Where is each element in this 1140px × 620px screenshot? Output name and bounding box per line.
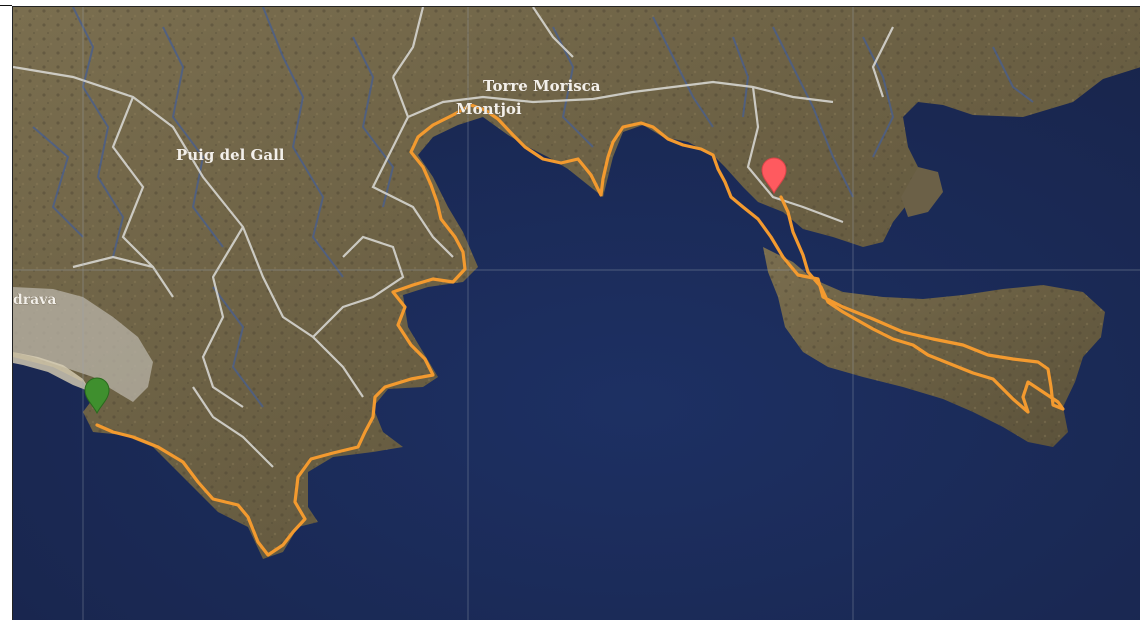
satellite-map[interactable]: Torre Morisca Montjoi Puig del Gall drav…	[13, 7, 1140, 620]
label-montjoi: Montjoi	[456, 100, 522, 118]
map-pin-icon	[761, 157, 787, 195]
label-puig-del-gall: Puig del Gall	[176, 146, 285, 164]
label-torre-morisca: Torre Morisca	[483, 77, 601, 95]
beach-area	[13, 352, 91, 392]
map-pin-icon	[84, 377, 110, 415]
land-islet	[901, 167, 943, 217]
roads	[13, 7, 894, 468]
land-texture	[13, 7, 1140, 559]
land-peninsula-texture	[763, 247, 1105, 447]
map-grid	[13, 7, 1140, 620]
end-marker[interactable]	[761, 157, 787, 195]
frame-corner-line	[0, 5, 12, 6]
label-town: drava	[13, 292, 56, 308]
hiking-route	[95, 103, 1065, 557]
start-marker[interactable]	[84, 377, 110, 415]
map-view[interactable]: Torre Morisca Montjoi Puig del Gall drav…	[12, 6, 1140, 620]
